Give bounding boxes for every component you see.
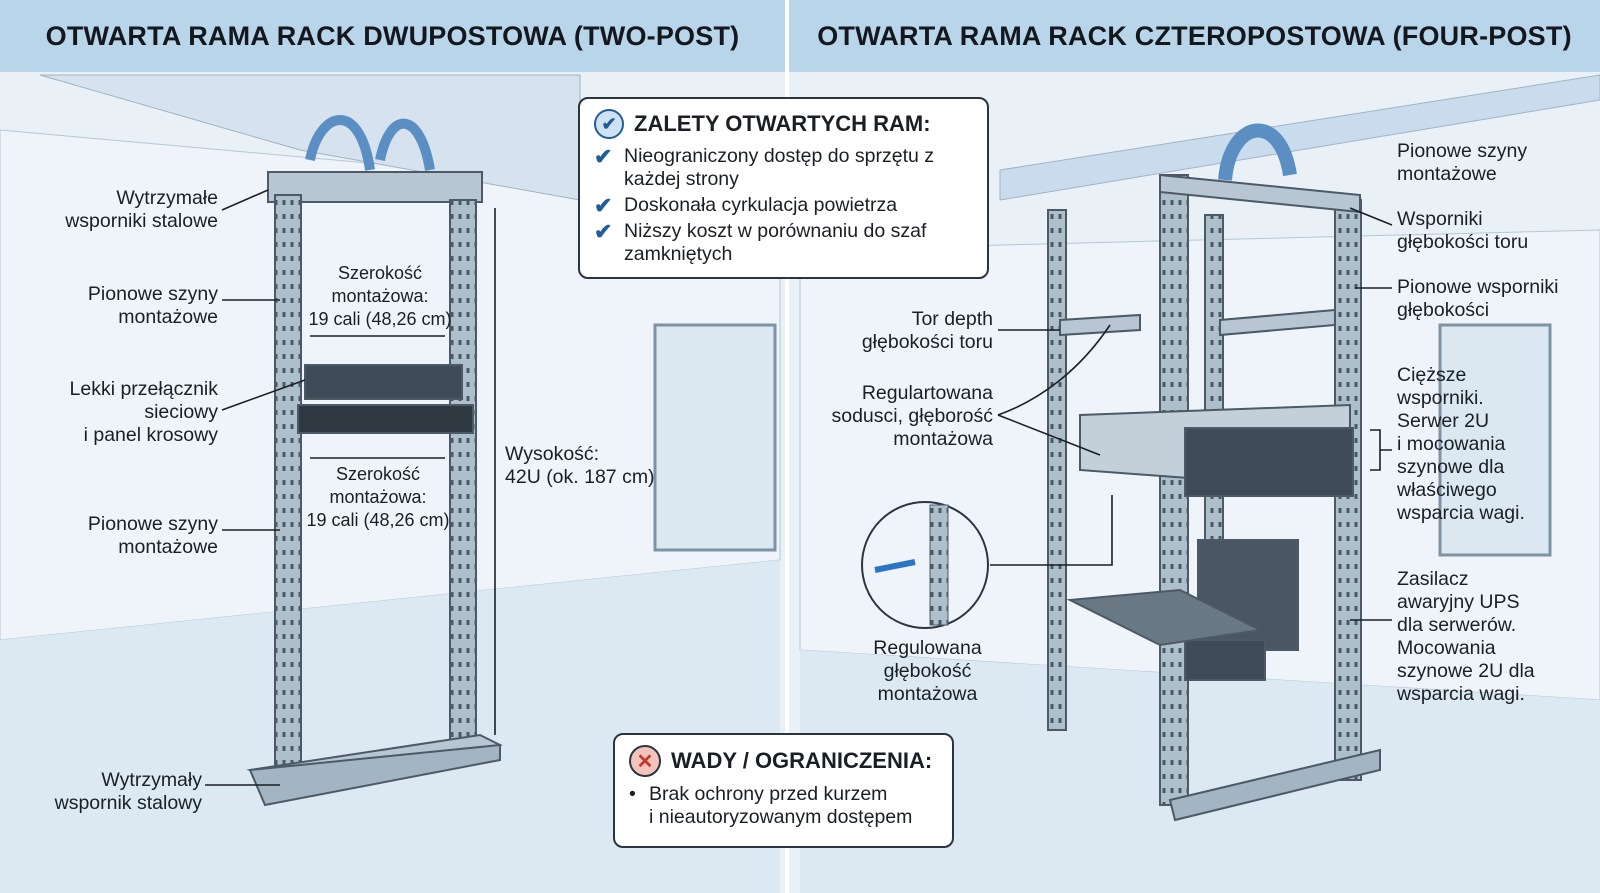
x-circle-icon: ✕ [629, 745, 661, 777]
label-height: Wysokość: 42U (ok. 187 cm) [505, 443, 655, 488]
network-switch [304, 364, 463, 400]
disadvantage-item: •Brak ochrony przed kurzem i nieautoryzo… [629, 783, 913, 828]
label-adjustable-depth: Regulowana głębokość montażowa [873, 637, 982, 705]
check-circle-icon: ✔ [594, 109, 624, 139]
four-post-rack [1047, 173, 1381, 822]
detail-magnifier [861, 501, 989, 629]
label-regulated: Regulartowana sodusci, głęborość montażo… [831, 382, 993, 450]
disadvantages-title: WADY / OGRANICZENIA: [671, 748, 933, 773]
advantages-title: ZALETY OTWARTYCH RAM: [634, 111, 931, 136]
patch-panel [297, 404, 474, 434]
label-ups: Zasilacz awaryjny UPS dla serwerów. Moco… [1397, 568, 1535, 705]
advantage-item: ✔Niższy koszt w porównaniu do szaf zamkn… [594, 219, 927, 265]
two-post-rack [246, 171, 503, 807]
label-vertical-rails: Pionowe szyny montażowe [1397, 140, 1528, 185]
label-heavier: Cięższe wsporniki. Serwer 2U i mocowania… [1397, 364, 1525, 524]
label-depth-brackets: Wsporniki głębokości toru [1397, 208, 1529, 253]
label-switch-panel: Lekki przełącznik sieciowy i panel kroso… [69, 378, 218, 446]
label-steel-supports: Wytrzymałe wsporniki stalowe [65, 187, 218, 232]
label-rails-bottom: Pionowe szyny montażowe [87, 513, 218, 558]
advantage-item: ✔Nieograniczony dostęp do sprzętu z każd… [594, 144, 935, 190]
server-2u [1184, 427, 1354, 497]
label-width-top: Szerokość montażowa: 19 cali (48,26 cm) [308, 263, 452, 329]
check-icon: ✔ [594, 144, 613, 169]
advantages-box: ✔ ZALETY OTWARTYCH RAM: ✔Nieograniczony d… [578, 97, 989, 279]
check-icon: ✔ [594, 219, 613, 244]
label-rails-top: Pionowe szyny montażowe [87, 283, 218, 328]
header-four-post: OTWARTA RAMA RACK CZTEROPOSTOWA (FOUR-PO… [789, 0, 1600, 72]
label-tor-depth: Tor depth głębokości toru [861, 308, 993, 353]
advantage-item: ✔Doskonała cyrkulacja powietrza [594, 193, 898, 218]
door [653, 323, 777, 552]
disadvantages-box: ✕ WADY / OGRANICZENIA: •Brak ochrony prze… [613, 733, 954, 848]
label-steel-base: Wytrzymały wspornik stalowy [54, 769, 202, 814]
label-width-bottom: Szerokość montażowa: 19 cali (48,26 cm) [306, 464, 450, 530]
label-vertical-depth: Pionowe wsporniki głębokości [1397, 276, 1559, 321]
check-icon: ✔ [594, 193, 613, 218]
header-two-post: OTWARTA RAMA RACK DWUPOSTOWA (TWO-POST) [0, 0, 785, 72]
